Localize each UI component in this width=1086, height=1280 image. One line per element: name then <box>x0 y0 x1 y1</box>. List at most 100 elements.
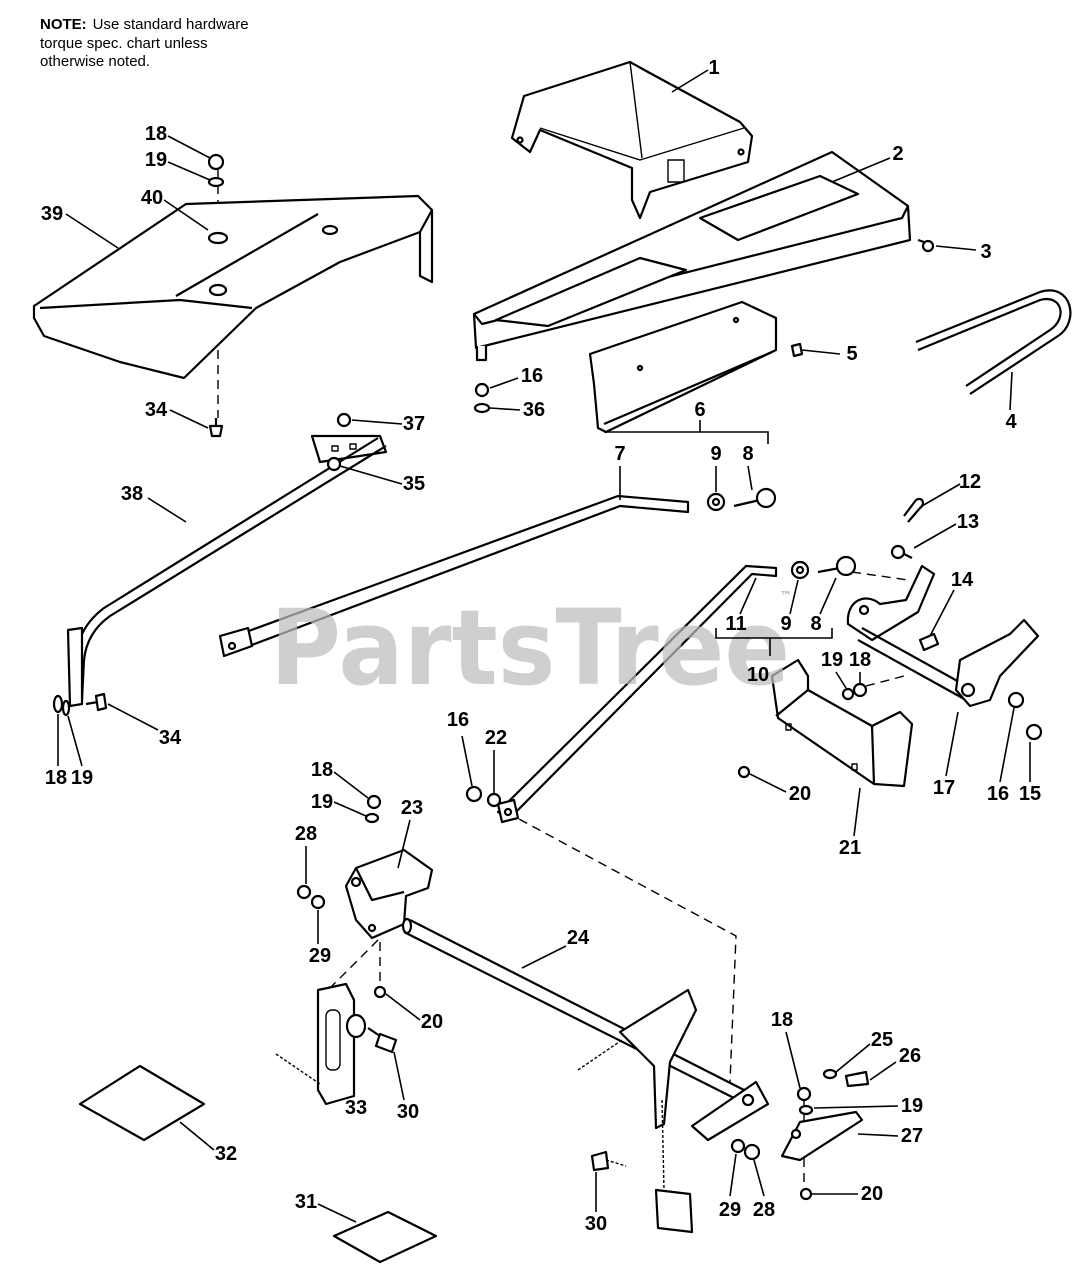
callout-30: 30 <box>397 1101 419 1123</box>
part-12-pin <box>903 497 925 523</box>
part-34-bolt-lower <box>85 692 108 712</box>
callout-34: 34 <box>159 727 182 749</box>
callout-5: 5 <box>846 343 857 365</box>
callout-16: 16 <box>447 709 469 731</box>
part-21-bracket <box>770 658 914 788</box>
part-20-bolt <box>737 765 751 779</box>
callout-19: 19 <box>145 149 167 171</box>
part-33-link-plate <box>275 982 367 1106</box>
part-23-bracket <box>344 848 434 940</box>
callout-9: 9 <box>780 613 791 635</box>
callout-22: 22 <box>485 727 507 749</box>
callout-36: 36 <box>523 399 545 421</box>
callout-20: 20 <box>421 1011 443 1033</box>
part-28-29-hardware-lower <box>730 1138 761 1161</box>
part-6-plate <box>588 300 778 434</box>
part-7-rod <box>218 494 690 658</box>
callout-30: 30 <box>585 1213 607 1235</box>
pedal-arm <box>577 988 698 1234</box>
callout-28: 28 <box>753 1199 775 1221</box>
callout-11: 11 <box>725 613 746 635</box>
callout-18: 18 <box>311 759 333 781</box>
note-label: NOTE: <box>40 16 87 33</box>
note-text: NOTE: Use standard hardware torque spec. … <box>40 16 249 72</box>
callout-19: 19 <box>901 1095 923 1117</box>
callout-10: 10 <box>747 664 769 686</box>
leader-lines <box>57 69 1031 1223</box>
part-19-washer-lower <box>798 1104 814 1116</box>
part-26-bolt <box>844 1070 870 1088</box>
part-37-nut <box>336 412 352 428</box>
note-text-line: Use standard hardware <box>92 16 249 33</box>
part-31-decal <box>332 1210 438 1264</box>
part-14-bolt <box>918 632 940 652</box>
part-8-bolt <box>733 487 777 509</box>
callout-39: 39 <box>41 203 63 225</box>
callout-24: 24 <box>567 927 590 949</box>
part-4-u-rod <box>915 289 1072 395</box>
callout-31: 31 <box>295 1191 317 1213</box>
callout-26: 26 <box>899 1045 921 1067</box>
part-38-rod <box>66 434 388 708</box>
callout-19: 19 <box>821 649 843 671</box>
part-17-shaft-assembly <box>846 564 1040 708</box>
part-16-22-washers <box>465 785 502 808</box>
callout-21: 21 <box>839 837 861 859</box>
note-text-line: torque spec. chart unless <box>40 34 208 52</box>
callout-37: 37 <box>403 413 425 435</box>
callout-4: 4 <box>1005 411 1017 433</box>
callout-18: 18 <box>771 1009 793 1031</box>
callout-8: 8 <box>810 613 821 635</box>
callout-3: 3 <box>980 241 991 263</box>
callout-23: 23 <box>401 797 423 819</box>
callout-32: 32 <box>215 1143 237 1165</box>
callout-9: 9 <box>710 443 721 465</box>
watermark-trademark: ™ <box>780 589 792 603</box>
part-15-nut <box>1025 723 1043 741</box>
part-8-bolt-upper <box>817 555 857 577</box>
callout-27: 27 <box>901 1125 923 1147</box>
part-16-washer <box>1007 691 1025 709</box>
part-28-29-hardware <box>296 884 326 910</box>
part-36-washer <box>473 402 491 414</box>
callout-38: 38 <box>121 483 143 505</box>
callout-18: 18 <box>145 123 167 145</box>
part-35-bolt <box>326 456 342 472</box>
callout-40: 40 <box>141 187 163 209</box>
part-1-drawing <box>510 60 754 220</box>
part-11-rod <box>496 564 778 824</box>
callout-20: 20 <box>789 783 811 805</box>
part-19-washer <box>207 176 225 188</box>
part-18-19-hardware-mid <box>364 794 382 824</box>
part-18-19-hardware <box>52 694 71 717</box>
part-30-bolt <box>367 1027 398 1054</box>
part-3-screw <box>917 238 935 253</box>
part-2-drawing <box>472 150 912 362</box>
callout-19: 19 <box>311 791 333 813</box>
callout-8: 8 <box>742 443 753 465</box>
part-32-decal <box>78 1064 206 1142</box>
part-9-nut <box>706 492 726 512</box>
part-5-screw <box>790 342 804 358</box>
callout-16: 16 <box>521 365 543 387</box>
callouts: 1 2 3 4 5 6 7 9 8 12 13 14 11 9 8 10 19 … <box>41 57 1041 1235</box>
part-39-shield <box>32 194 434 380</box>
note-line-1: NOTE: Use standard hardware <box>40 16 249 35</box>
callout-35: 35 <box>403 473 425 495</box>
part-18-nut-lower <box>796 1086 812 1102</box>
callout-18: 18 <box>849 649 871 671</box>
part-34-bolt <box>208 418 224 438</box>
callout-29: 29 <box>309 945 331 967</box>
part-20-bolt-mid <box>373 985 387 999</box>
part-13-bolt <box>890 544 913 560</box>
callout-12: 12 <box>959 471 981 493</box>
callout-18: 18 <box>45 767 67 789</box>
callout-19: 19 <box>71 767 93 789</box>
callout-16: 16 <box>987 783 1009 805</box>
note-text-line: otherwise noted. <box>40 53 151 70</box>
callout-2: 2 <box>892 143 903 165</box>
part-30-bolt-lower <box>590 1150 627 1172</box>
callout-29: 29 <box>719 1199 741 1221</box>
part-20-bolt-lower <box>799 1187 813 1201</box>
